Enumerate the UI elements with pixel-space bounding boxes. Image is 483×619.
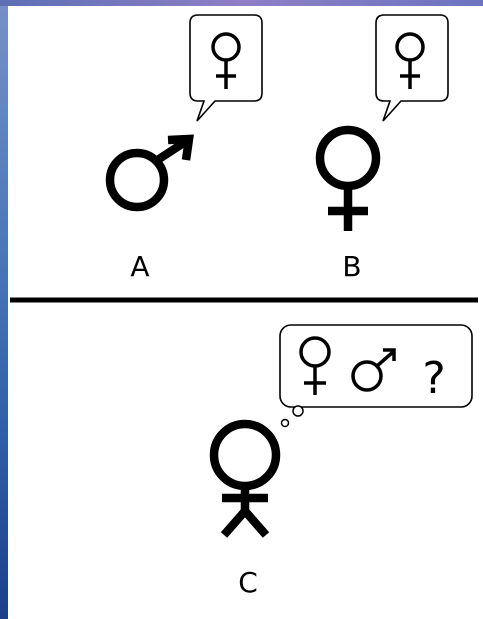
question-mark: ? bbox=[422, 353, 445, 404]
person-b: B bbox=[320, 15, 448, 283]
label-b: B bbox=[342, 250, 361, 283]
speech-bubble-b bbox=[376, 15, 448, 121]
male-symbol-icon bbox=[110, 139, 189, 207]
person-a: A bbox=[110, 15, 262, 283]
thought-dot-small bbox=[282, 420, 289, 427]
thought-dot-large bbox=[293, 406, 303, 416]
person-c: ? C bbox=[214, 325, 472, 599]
speech-bubble-a bbox=[190, 15, 262, 121]
speech-bubble-b-outline bbox=[376, 15, 448, 121]
female-symbol-icon bbox=[320, 130, 376, 231]
stick-figure-icon bbox=[214, 424, 276, 535]
label-c: C bbox=[238, 566, 258, 599]
thought-bubble-icon: ? bbox=[280, 325, 472, 427]
label-a: A bbox=[130, 250, 149, 283]
